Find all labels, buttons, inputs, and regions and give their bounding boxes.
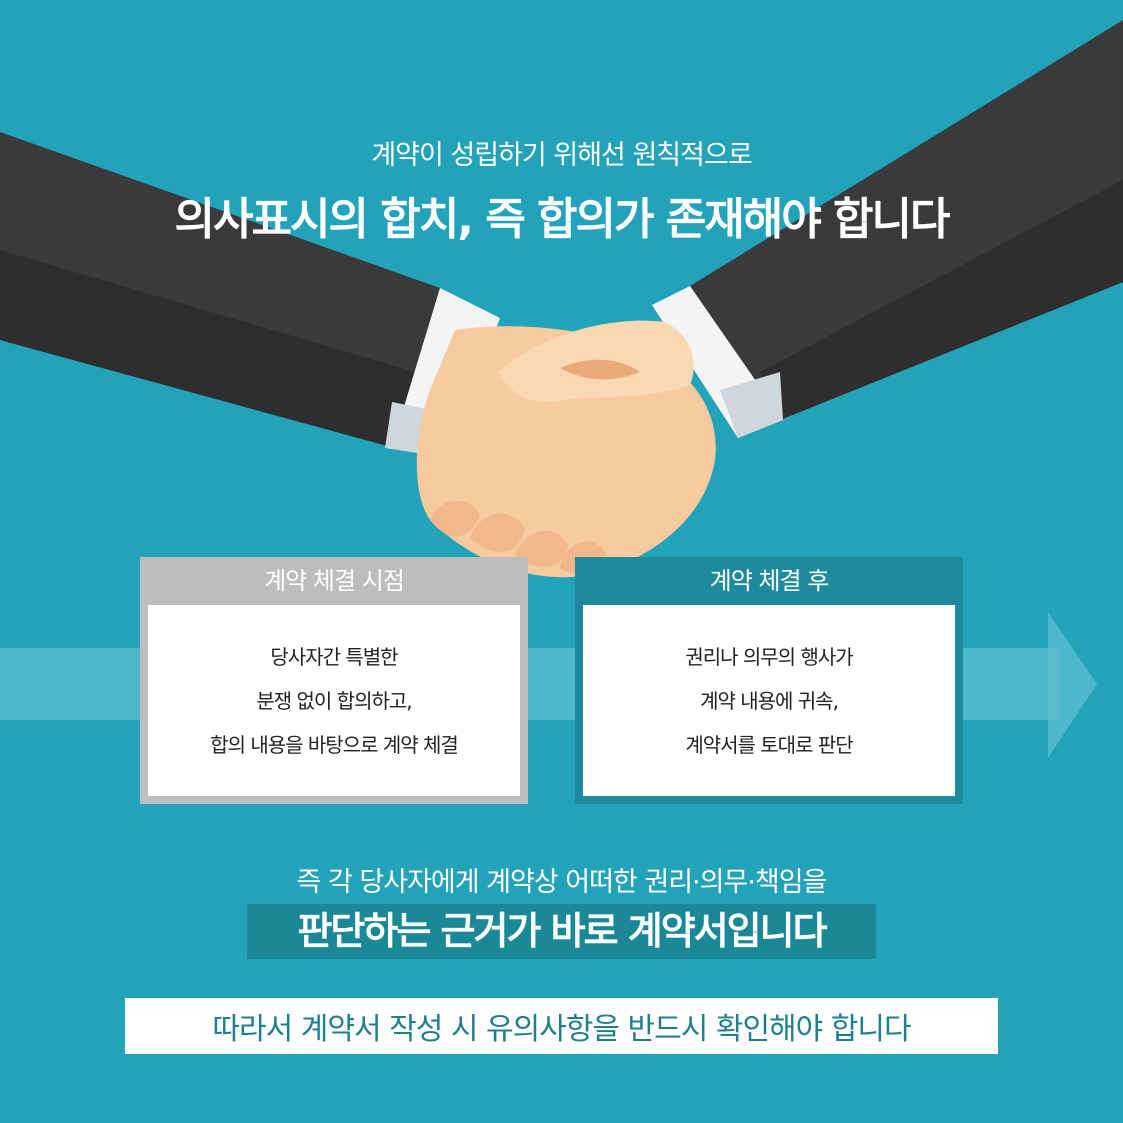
right-sleeve-icon [652,20,1123,438]
card-after-signing: 계약 체결 후 권리나 의무의 행사가 계약 내용에 귀속, 계약서를 토대로 … [575,557,963,804]
card-line: 당사자간 특별한 [270,644,398,669]
summary-highlight [247,904,876,959]
card-line: 계약서를 토대로 판단 [685,732,853,757]
card-signing-time: 계약 체결 시점 당사자간 특별한 분쟁 없이 합의하고, 합의 내용을 바탕으… [140,557,528,804]
subtitle: 계약이 성립하기 위해선 원칙적으로 [371,140,752,171]
notice-banner: 따라서 계약서 작성 시 유의사항을 반드시 확인해야 합니다 [125,998,998,1054]
card-body: 당사자간 특별한 분쟁 없이 합의하고, 합의 내용을 바탕으로 계약 체결 [148,605,520,796]
card-line: 계약 내용에 귀속, [700,688,839,713]
summary-emphasis: 판단하는 근거가 바로 계약서입니다 [297,909,827,953]
card-body: 권리나 의무의 행사가 계약 내용에 귀속, 계약서를 토대로 판단 [583,605,955,796]
notice-text: 따라서 계약서 작성 시 유의사항을 반드시 확인해야 합니다 [212,1012,911,1047]
card-line: 권리나 의무의 행사가 [685,644,853,669]
card-line: 분쟁 없이 합의하고, [256,688,412,713]
card-title: 계약 체결 시점 [264,567,405,595]
card-title: 계약 체결 후 [709,567,830,595]
summary-text: 즉 각 당사자에게 계약상 어떠한 권리·의무·책임을 [296,867,828,898]
card-line: 합의 내용을 바탕으로 계약 체결 [210,732,459,757]
page-title: 의사표시의 합치, 즉 합의가 존재해야 합니다 [174,194,951,245]
shaking-hands-icon [416,320,716,578]
